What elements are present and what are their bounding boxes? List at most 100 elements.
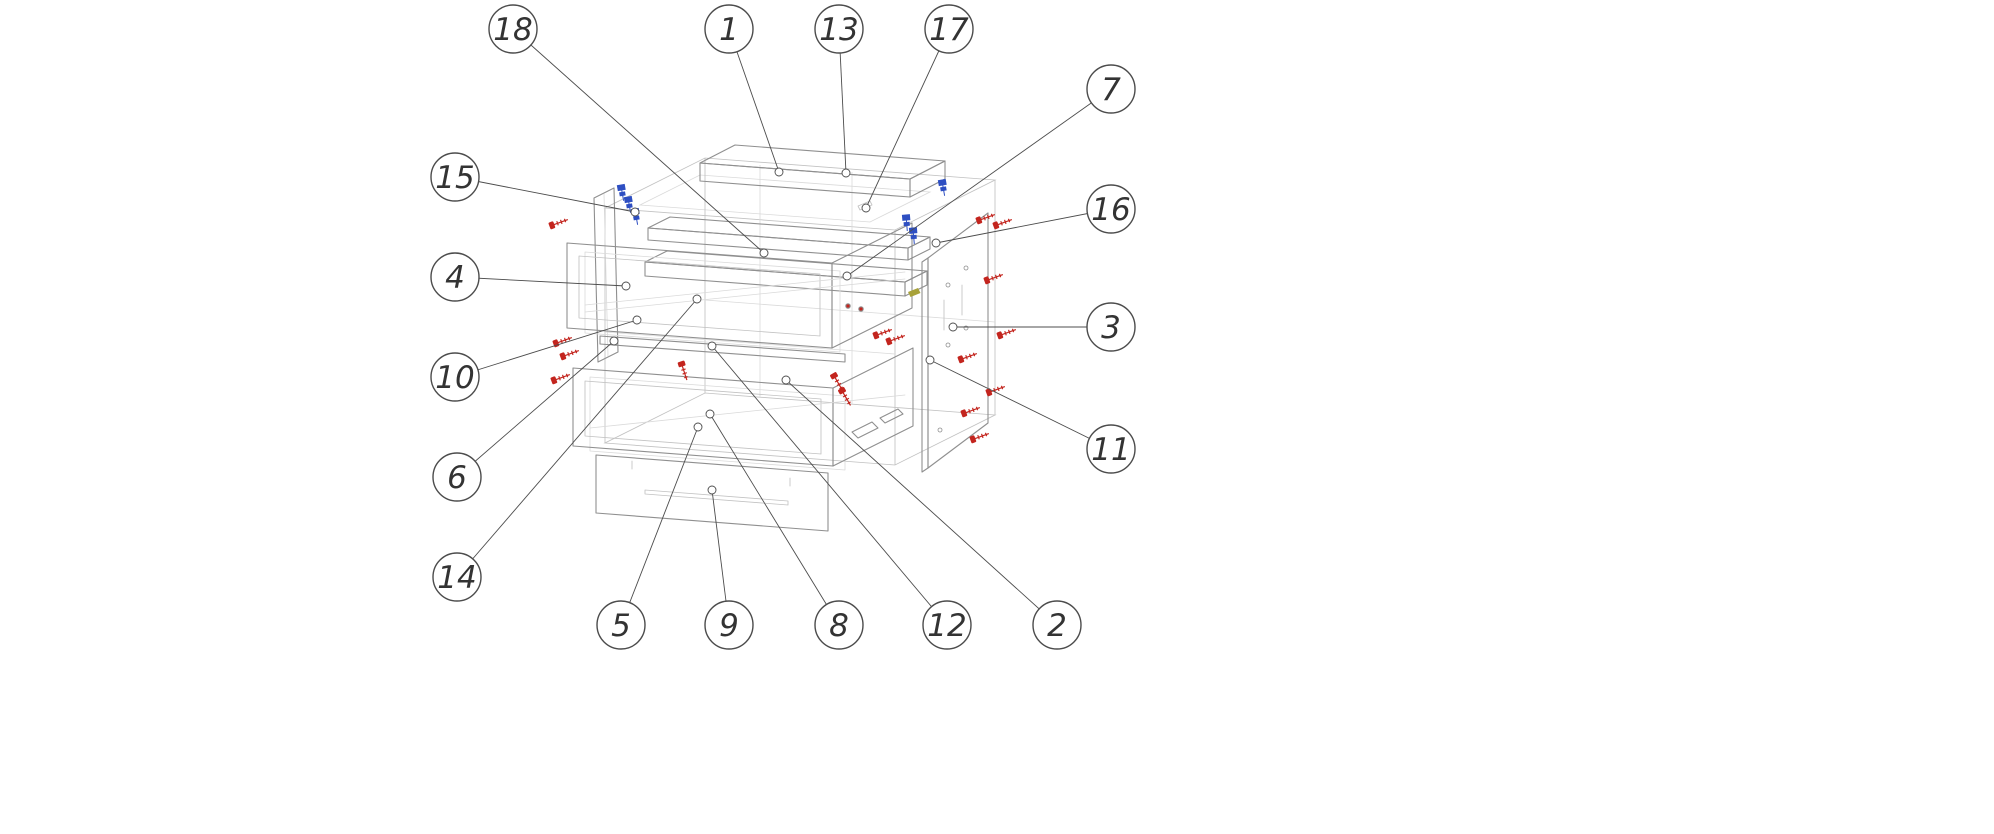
callout-16: 16 xyxy=(1086,184,1136,234)
small-brackets xyxy=(845,288,921,439)
leader-endpoint-15 xyxy=(630,207,640,217)
callout-circle xyxy=(814,4,864,54)
leader-endpoint-7 xyxy=(842,271,852,281)
leader-line-4 xyxy=(454,276,627,287)
carcass-top-face xyxy=(603,157,997,231)
leader-endpoint-6 xyxy=(609,336,619,346)
callout-number: 11 xyxy=(1091,432,1130,468)
callout-circle xyxy=(814,600,864,650)
leader-line-6 xyxy=(456,340,615,478)
callout-number: 17 xyxy=(929,12,969,48)
callout-3: 3 xyxy=(1086,302,1136,352)
leader-line-2 xyxy=(785,379,1058,626)
leader-endpoint-13 xyxy=(841,168,851,178)
callout-number: 8 xyxy=(829,608,849,644)
bottom-front-panel xyxy=(595,454,829,532)
callout-7: 7 xyxy=(1086,64,1136,114)
callout-18: 18 xyxy=(488,4,538,54)
top-panel xyxy=(699,144,946,198)
screw-icon xyxy=(992,216,1014,230)
lower-drawer xyxy=(572,347,914,471)
callout-number: 10 xyxy=(435,360,474,396)
callout-circle xyxy=(1086,302,1136,352)
callout-number: 12 xyxy=(927,608,966,644)
callout-6: 6 xyxy=(432,452,482,502)
callout-2: 2 xyxy=(1032,600,1082,650)
callout-13: 13 xyxy=(814,4,864,54)
stretcher-rails xyxy=(644,200,931,297)
screw-icon xyxy=(872,326,894,340)
callout-10: 10 xyxy=(430,352,480,402)
screw-icon xyxy=(985,383,1007,397)
leader-line-12 xyxy=(711,345,948,626)
callout-number: 5 xyxy=(611,608,631,644)
leader-endpoint-8 xyxy=(705,409,715,419)
callout-4: 4 xyxy=(430,252,480,302)
upper-drawer-side xyxy=(831,222,913,349)
screw-icon xyxy=(975,211,997,225)
callout-number: 6 xyxy=(447,460,467,496)
screw-icon xyxy=(969,430,991,444)
leader-endpoint-12 xyxy=(707,341,717,351)
leader-line-8 xyxy=(709,413,840,626)
leader-endpoint-11 xyxy=(925,355,935,365)
callout-circle xyxy=(1086,184,1136,234)
callout-circle xyxy=(1032,600,1082,650)
leader-line-1 xyxy=(728,28,780,173)
callout-circle xyxy=(1086,424,1136,474)
leader-endpoint-2 xyxy=(781,375,791,385)
screw-icon xyxy=(677,360,691,382)
leader-endpoint-3 xyxy=(948,322,958,332)
leader-endpoint-14 xyxy=(692,294,702,304)
leader-endpoint-10 xyxy=(632,315,642,325)
callout-14: 14 xyxy=(432,552,482,602)
cam-dot xyxy=(858,306,864,312)
callout-number: 1 xyxy=(719,12,739,48)
callout-circle xyxy=(922,600,972,650)
cam-dowel xyxy=(857,200,873,211)
callout-11: 11 xyxy=(1086,424,1136,474)
callout-circle xyxy=(432,452,482,502)
callout-circle xyxy=(1086,64,1136,114)
leader-endpoint-16 xyxy=(931,238,941,248)
screw-icon xyxy=(983,271,1005,285)
right-side-panel xyxy=(921,212,989,473)
callout-circle xyxy=(596,600,646,650)
leader-line-7 xyxy=(846,88,1112,277)
callout-5: 5 xyxy=(596,600,646,650)
carcass-bottom-face xyxy=(603,392,997,466)
callout-12: 12 xyxy=(922,600,972,650)
leader-line-5 xyxy=(620,426,699,626)
callout-number: 16 xyxy=(1091,192,1130,228)
callout-number: 3 xyxy=(1101,310,1121,346)
screw-icon xyxy=(996,326,1018,340)
callout-number: 14 xyxy=(437,560,476,596)
leader-line-15 xyxy=(454,176,636,213)
leader-line-14 xyxy=(456,298,698,578)
leader-endpoint-9 xyxy=(707,485,717,495)
leader-line-18 xyxy=(512,28,765,254)
callout-circle xyxy=(924,4,974,54)
callout-17: 17 xyxy=(924,4,974,54)
cabinet-carcass xyxy=(603,157,997,466)
callout-number: 9 xyxy=(719,608,739,644)
callout-number: 15 xyxy=(435,160,474,196)
callout-circle xyxy=(430,152,480,202)
screw-icon xyxy=(559,347,581,361)
callout-circle xyxy=(432,552,482,602)
callout-circle xyxy=(704,4,754,54)
callout-number: 4 xyxy=(445,260,465,296)
leader-line-10 xyxy=(454,319,638,378)
leader-endpoint-5 xyxy=(693,422,703,432)
leader-endpoint-17 xyxy=(861,203,871,213)
callout-circle xyxy=(704,600,754,650)
callout-circle xyxy=(430,352,480,402)
screw-icon xyxy=(885,332,907,346)
drawer-slide-rail xyxy=(599,335,846,363)
bolt-icon xyxy=(937,178,949,197)
callout-leaders xyxy=(454,28,1112,626)
callout-circle xyxy=(488,4,538,54)
bolt-icon xyxy=(908,227,919,245)
